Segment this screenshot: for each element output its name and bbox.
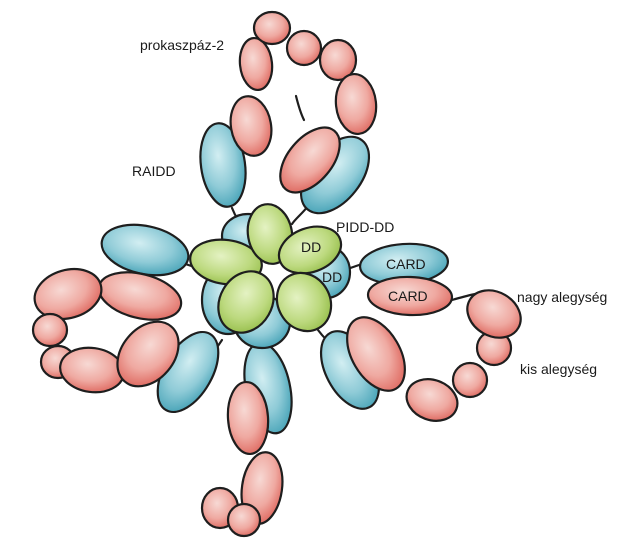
casp-right-1	[346, 316, 406, 392]
label-dd-upper: DD	[301, 239, 321, 255]
pidd-dd-ring	[189, 203, 343, 334]
casp-top-5	[318, 38, 358, 82]
label-pidd-dd: PIDD-DD	[336, 219, 394, 235]
pidd-dd-4	[275, 271, 333, 333]
label-procaspase-2: prokaszpáz-2	[140, 37, 224, 53]
linker-top-loop	[294, 94, 306, 122]
label-dd-lower: DD	[322, 269, 342, 285]
procaspase-domains	[31, 10, 522, 538]
casp-bottom-4	[226, 502, 262, 538]
label-small-subunit: kis alegység	[520, 361, 597, 377]
casp-right-card	[366, 275, 454, 317]
pidd-dd-3	[277, 225, 343, 275]
label-large-subunit: nagy alegység	[517, 289, 607, 305]
casp-bottom-1	[226, 380, 270, 456]
label-raidd: RAIDD	[132, 163, 176, 179]
casp-right-3	[451, 361, 489, 399]
casp-right-2	[405, 378, 459, 422]
casp-left-5	[116, 320, 180, 388]
casp-left-2	[31, 312, 69, 348]
label-card-procaspase: CARD	[388, 288, 428, 304]
casp-top-6	[334, 72, 378, 136]
casp-top-card	[279, 126, 341, 194]
pidd-dd-5	[217, 270, 275, 334]
casp-top-3	[252, 10, 292, 46]
casp-top-1	[229, 95, 273, 157]
raidd-card-top	[199, 122, 247, 208]
casp-right-5	[466, 289, 522, 339]
casp-left-1	[33, 267, 103, 321]
raidd-card-left	[100, 223, 190, 277]
casp-top-2	[238, 36, 274, 92]
casp-top-4	[285, 29, 323, 67]
label-card-raidd: CARD	[386, 256, 426, 272]
